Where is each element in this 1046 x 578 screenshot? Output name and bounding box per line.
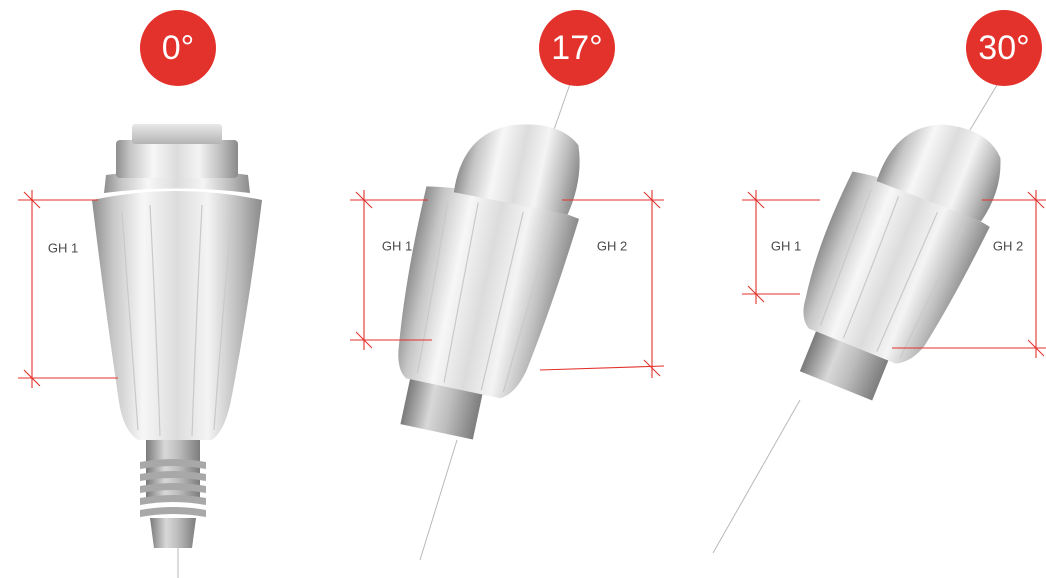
dimension-label: GH 1 [382, 239, 412, 254]
angle-label: 17° [551, 29, 602, 67]
axis-line [712, 399, 801, 554]
abutment-30deg: GH 1 GH 2 30° [712, 10, 1046, 554]
abutment-shaft [799, 324, 891, 401]
dimension-gh1: GH 1 [742, 190, 820, 304]
abutment-0deg: GH 1 0° [18, 10, 262, 578]
abutment-17deg: GH 1 GH 2 17° [350, 10, 665, 561]
abutment-body [398, 186, 580, 399]
angle-label: 0° [162, 29, 195, 67]
dimension-label: GH 2 [597, 239, 627, 254]
abutment-body [92, 191, 262, 440]
screw-thread [140, 459, 206, 517]
dimension-gh2: GH 2 [539, 190, 665, 378]
angle-badge-17: 17° [539, 10, 615, 86]
angle-label: 30° [978, 29, 1029, 67]
dimension-gh1: GH 1 [350, 190, 432, 350]
axis-line [419, 439, 458, 561]
dimension-gh2: GH 2 [892, 190, 1046, 358]
dimension-label: GH 1 [771, 239, 801, 254]
abutment-cap [132, 124, 222, 144]
screw-tip [150, 518, 196, 548]
angle-badge-30: 30° [966, 10, 1042, 86]
angle-badge-0: 0° [140, 10, 216, 86]
abutment-body [803, 171, 990, 364]
dimension-label: GH 2 [993, 239, 1023, 254]
dimension-label: GH 1 [48, 241, 78, 256]
abutment-top [116, 140, 238, 178]
abutment-top [453, 124, 580, 215]
abutment-top [876, 124, 1001, 222]
dimension-gh1: GH 1 [18, 190, 118, 388]
